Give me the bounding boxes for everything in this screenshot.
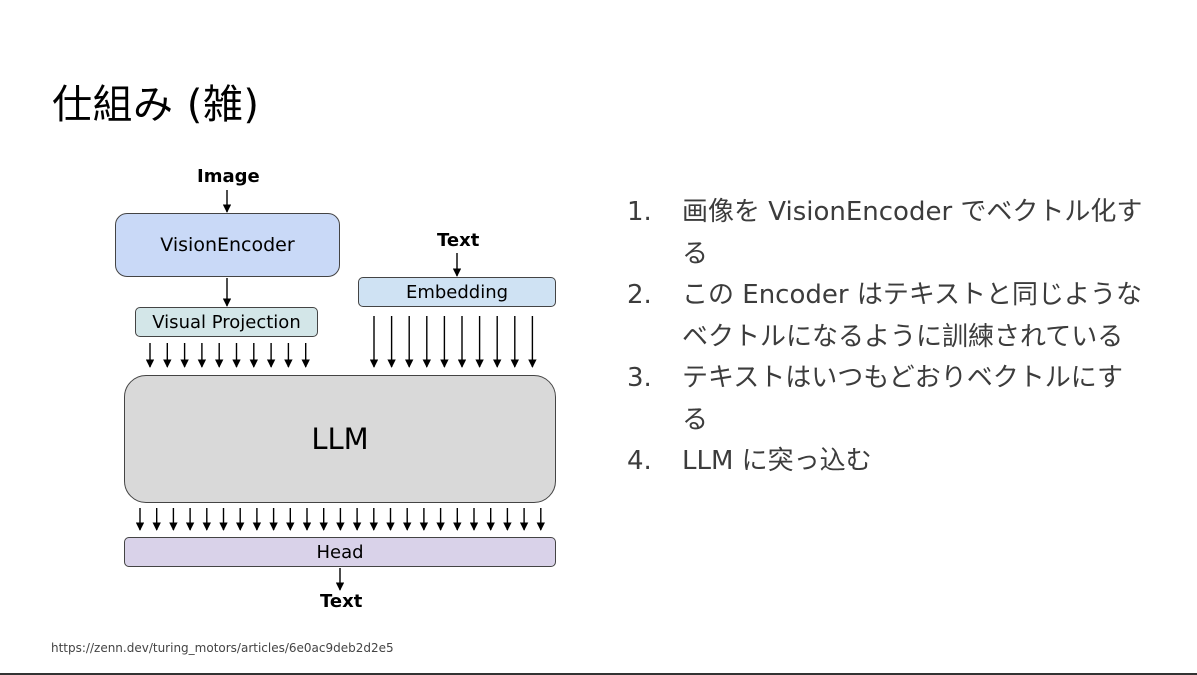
- step-item: 2. この Encoder はテキストと同じようなベクトルになるように訓練されてい…: [627, 275, 1147, 358]
- text-output-label: Text: [320, 591, 363, 612]
- head-label: Head: [316, 541, 364, 563]
- visual-projection-label: Visual Projection: [152, 311, 301, 333]
- step-item: 3. テキストはいつもどおりベクトルにする: [627, 358, 1147, 441]
- step-number: 1.: [627, 197, 652, 227]
- embedding-box: Embedding: [358, 277, 556, 307]
- step-text: この Encoder はテキストと同じようなベクトルになるように訓練されている: [682, 280, 1143, 352]
- step-item: 1. 画像を VisionEncoder でベクトル化する: [627, 192, 1147, 275]
- vision-encoder-box: VisionEncoder: [115, 213, 340, 277]
- visual-projection-box: Visual Projection: [135, 307, 318, 337]
- embedding-label: Embedding: [405, 281, 509, 303]
- llm-label: LLM: [311, 422, 369, 456]
- step-number: 4.: [627, 446, 652, 476]
- image-input-label: Image: [197, 166, 260, 187]
- step-number: 3.: [627, 363, 652, 393]
- source-url: https://zenn.dev/turing_motors/articles/…: [51, 641, 394, 655]
- slide-title: 仕組み (雑): [52, 82, 260, 128]
- steps-list: 1. 画像を VisionEncoder でベクトル化する 2. この Encode…: [627, 192, 1147, 483]
- text-input-label: Text: [437, 230, 480, 251]
- vision-encoder-label: VisionEncoder: [160, 234, 295, 256]
- head-box: Head: [124, 537, 556, 567]
- bottom-rule: [0, 673, 1197, 675]
- step-text: 画像を VisionEncoder でベクトル化する: [682, 197, 1143, 269]
- step-number: 2.: [627, 280, 652, 310]
- step-text: テキストはいつもどおりベクトルにする: [682, 363, 1123, 435]
- llm-box: LLM: [124, 375, 556, 503]
- step-text: LLM に突っ込む: [682, 446, 872, 476]
- step-item: 4. LLM に突っ込む: [627, 441, 1147, 483]
